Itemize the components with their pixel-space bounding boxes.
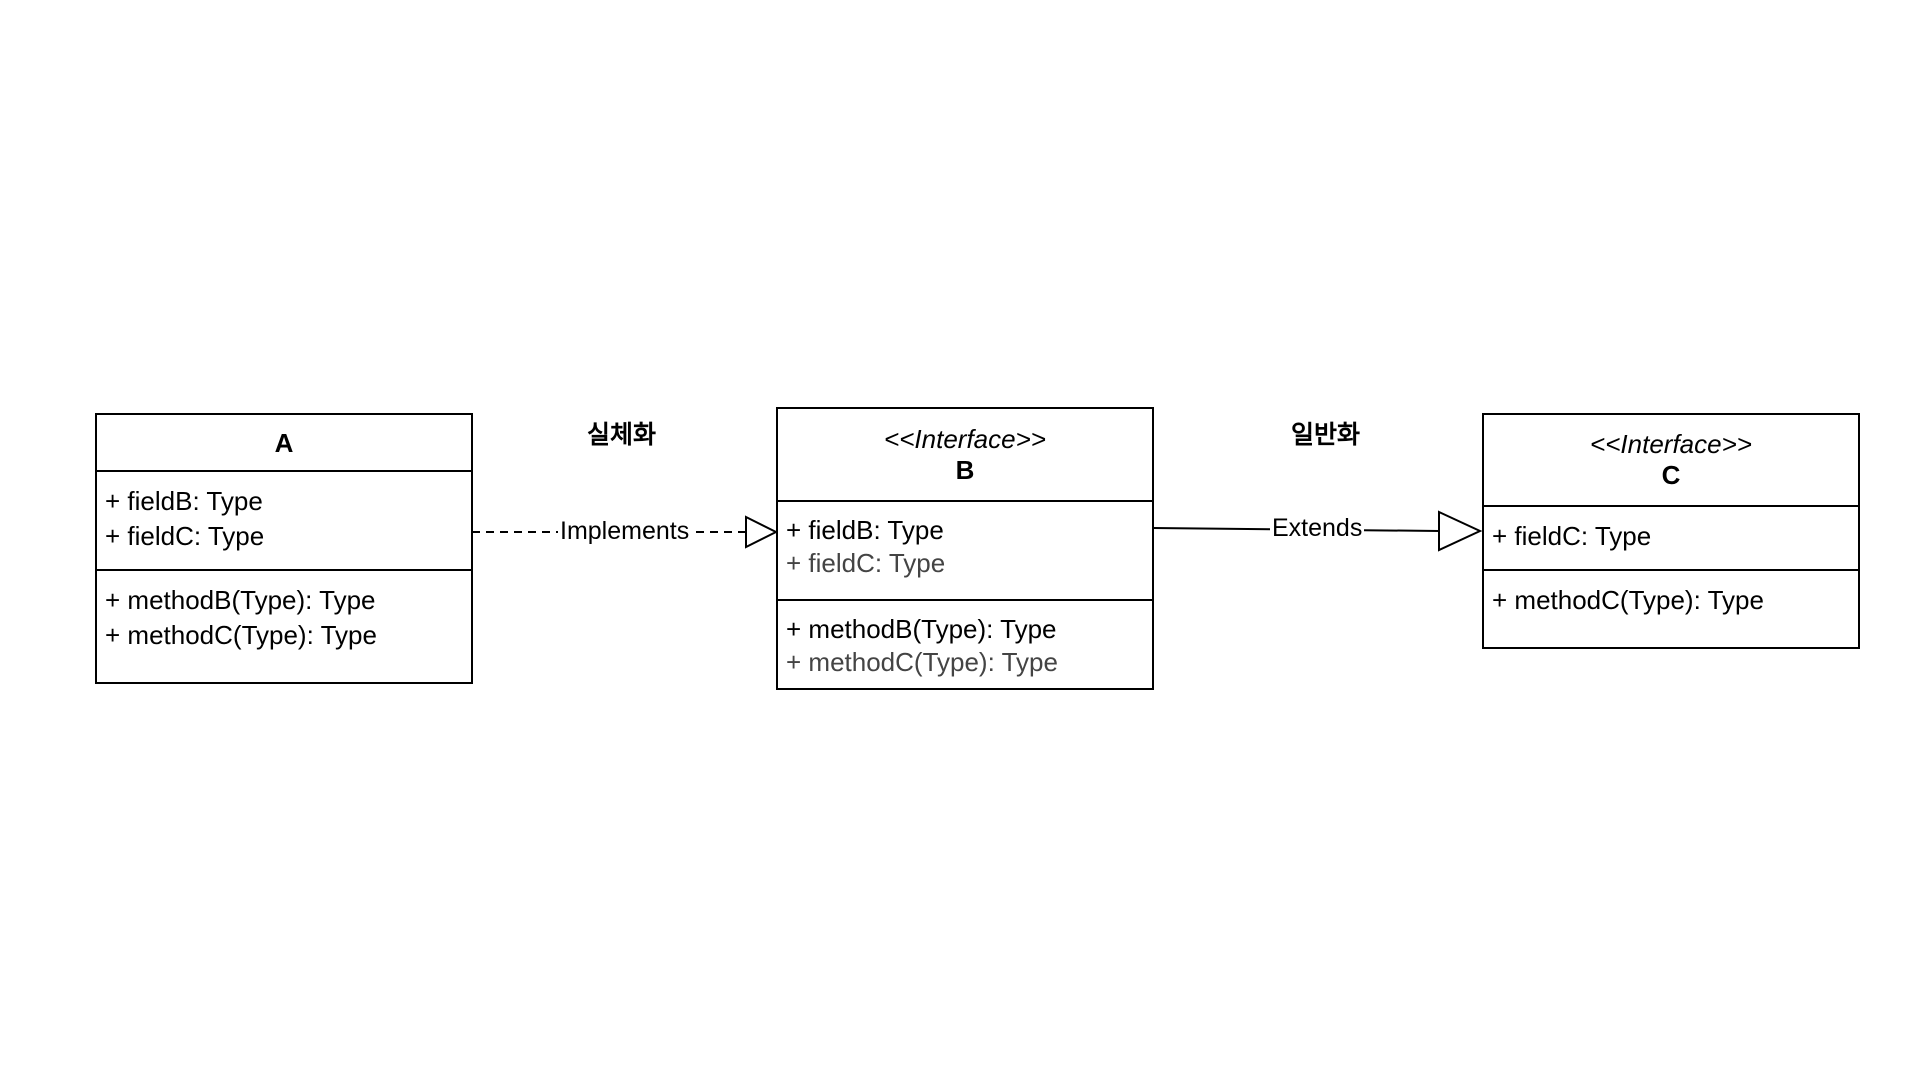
interface-b-box[interactable]: <<Interface>> B + fieldB: Type + fieldC:… xyxy=(776,407,1154,690)
interface-b-fields: + fieldB: Type + fieldC: Type xyxy=(778,502,1152,601)
interface-b-header: <<Interface>> B xyxy=(778,409,1152,502)
interface-b-methods: + methodB(Type): Type + methodC(Type): T… xyxy=(778,601,1152,679)
realization-arrowhead xyxy=(745,515,779,549)
implements-label: Implements xyxy=(558,516,692,546)
interface-b-field: + fieldB: Type xyxy=(786,515,944,545)
class-a-box[interactable]: A + fieldB: Type + fieldC: Type + method… xyxy=(95,413,473,684)
class-a-method: + methodC(Type): Type xyxy=(105,620,377,650)
class-a-fields: + fieldB: Type + fieldC: Type xyxy=(97,472,471,571)
generalization-title: 일반화 xyxy=(1291,421,1361,449)
class-a-methods: + methodB(Type): Type + methodC(Type): T… xyxy=(97,571,471,653)
interface-c-stereotype: <<Interface>> xyxy=(1590,429,1752,459)
interface-c-box[interactable]: <<Interface>> C + fieldC: Type + methodC… xyxy=(1482,413,1860,649)
interface-b-stereotype: <<Interface>> xyxy=(884,423,1046,454)
interface-c-method: + methodC(Type): Type xyxy=(1492,585,1764,615)
class-a-field: + fieldB: Type xyxy=(105,486,263,516)
interface-b-inherited-field: + fieldC: Type xyxy=(786,548,946,578)
interface-b-inherited-method: + methodC(Type): Type xyxy=(786,647,1058,677)
realization-title: 실체화 xyxy=(587,421,657,449)
generalization-arrowhead xyxy=(1438,510,1483,552)
interface-c-methods: + methodC(Type): Type xyxy=(1484,571,1858,618)
interface-b-method: + methodB(Type): Type xyxy=(786,614,1057,644)
interface-b-name: B xyxy=(955,454,975,485)
interface-c-fields: + fieldC: Type xyxy=(1484,507,1858,571)
class-a-method: + methodB(Type): Type xyxy=(105,585,376,615)
class-a-name: A xyxy=(274,427,294,458)
extends-label: Extends xyxy=(1270,513,1365,543)
interface-c-header: <<Interface>> C xyxy=(1484,415,1858,507)
class-a-header: A xyxy=(97,415,471,472)
interface-c-name: C xyxy=(1661,460,1681,490)
interface-c-field: + fieldC: Type xyxy=(1492,521,1652,551)
class-a-field: + fieldC: Type xyxy=(105,521,265,551)
